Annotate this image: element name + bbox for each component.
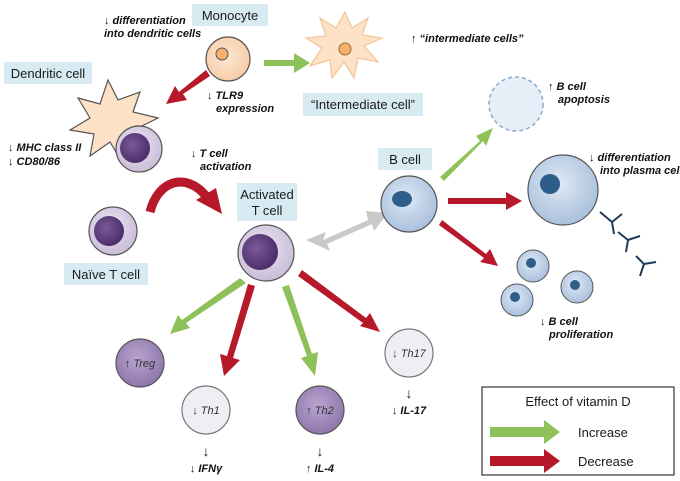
treg-label: ↑ Treg	[125, 358, 156, 370]
b-cell-proliferating-2-nucleus	[570, 280, 580, 290]
annotation-b-prolif-2: proliferation	[548, 329, 613, 341]
activated-t-cell-nucleus	[242, 234, 278, 270]
legend-decrease-label: Decrease	[578, 454, 634, 469]
annotation-t-activation-1: ↓ T cell	[191, 148, 229, 160]
annotation-intermediate-cells: ↑ “intermediate cells”	[411, 33, 524, 45]
legend-title: Effect of vitamin D	[525, 394, 630, 409]
intermediate-cell-label-box	[303, 93, 423, 116]
naive-t-cell-label: Naïve T cell	[72, 267, 140, 282]
decrease-arrow-th1	[220, 284, 255, 376]
annotation-cd80: ↓ CD80/86	[8, 156, 61, 168]
decrease-arrow-activation	[145, 177, 210, 214]
decrease-arrow-dendritic	[166, 70, 210, 104]
th2-label: ↑ Th2	[306, 405, 334, 417]
b-cell-proliferating-3-nucleus	[510, 292, 520, 302]
th2-cell	[295, 385, 345, 435]
increase-arrow-treg	[170, 278, 246, 334]
monocyte-label-box	[192, 4, 268, 26]
annotation-il4: ↑ IL-4	[306, 463, 334, 475]
annotation-plasma-1: ↓ differentiation	[589, 152, 671, 164]
annotation-tlr9-2: expression	[216, 103, 274, 115]
annotation-differentiation-dendritic-2: into dendritic cells	[104, 28, 201, 40]
intermediate-cell-label: “Intermediate cell”	[311, 97, 415, 112]
monocyte-cell	[205, 36, 251, 82]
annotation-mhc: ↓ MHC class II	[8, 142, 82, 154]
annotation-plasma-2: into plasma cells	[600, 165, 680, 177]
activated-t-cell-label-1: Activated	[240, 187, 293, 202]
plasma-cell-nucleus	[540, 174, 560, 194]
increase-arrow-th2	[282, 285, 318, 376]
legend-decrease-arrow	[490, 449, 560, 473]
activated-t-cell-label-2: T cell	[252, 203, 283, 218]
antibodies	[599, 211, 657, 277]
decrease-arrow-activation-head	[196, 188, 222, 214]
dendritic-cell-label-box	[4, 62, 92, 84]
monocyte-nucleus	[215, 47, 229, 61]
annotation-b-apoptosis-1: ↑ B cell	[548, 81, 587, 93]
annotation-b-prolif-1: ↓ B cell	[540, 316, 579, 328]
b-cell-proliferating-1-nucleus	[526, 258, 536, 268]
increase-arrow-intermediate	[264, 53, 310, 73]
apoptotic-b-cell	[488, 76, 544, 132]
th17-down-arrow-icon: ↓	[406, 385, 413, 401]
annotation-il17: ↓ IL-17	[392, 405, 427, 417]
legend-increase-arrow	[490, 420, 560, 444]
treg-cell	[115, 338, 165, 388]
decrease-arrow-proliferation	[439, 220, 498, 266]
decrease-arrow-plasma	[448, 192, 522, 210]
th1-cell	[181, 385, 231, 435]
annotation-b-apoptosis-2: apoptosis	[558, 94, 610, 106]
decrease-arrow-th17	[298, 270, 380, 332]
annotation-t-activation-2: activation	[200, 161, 252, 173]
th1-down-arrow-icon: ↓	[203, 443, 210, 459]
dendritic-cell-label: Dendritic cell	[11, 66, 86, 81]
increase-arrow-apoptosis	[440, 128, 493, 181]
th1-label: ↓ Th1	[192, 405, 220, 417]
t-b-interaction-arrow	[306, 211, 388, 251]
th17-label: ↓ Th17	[392, 348, 427, 360]
activated-t-cell-label-box	[237, 183, 297, 221]
plasma-cell	[527, 154, 599, 226]
legend-increase-label: Increase	[578, 425, 628, 440]
annotation-tlr9-1: ↓ TLR9	[207, 90, 244, 102]
th2-up-arrow-icon: ↓	[317, 443, 324, 459]
b-cell-label-box	[378, 148, 432, 170]
th17-cell	[384, 328, 434, 378]
monocyte-label: Monocyte	[202, 8, 258, 23]
naive-t-cell-nucleus	[94, 216, 124, 246]
b-cell-nucleus	[392, 191, 412, 207]
b-cell-label: B cell	[389, 152, 421, 167]
dendritic-contact-t-cell-nucleus	[120, 133, 150, 163]
naive-t-cell-label-box	[64, 263, 148, 285]
annotation-differentiation-dendritic-1: ↓ differentiation	[104, 15, 186, 27]
intermediate-cell-nucleus	[338, 42, 352, 56]
annotation-ifng: ↓ IFNγ	[190, 463, 223, 475]
